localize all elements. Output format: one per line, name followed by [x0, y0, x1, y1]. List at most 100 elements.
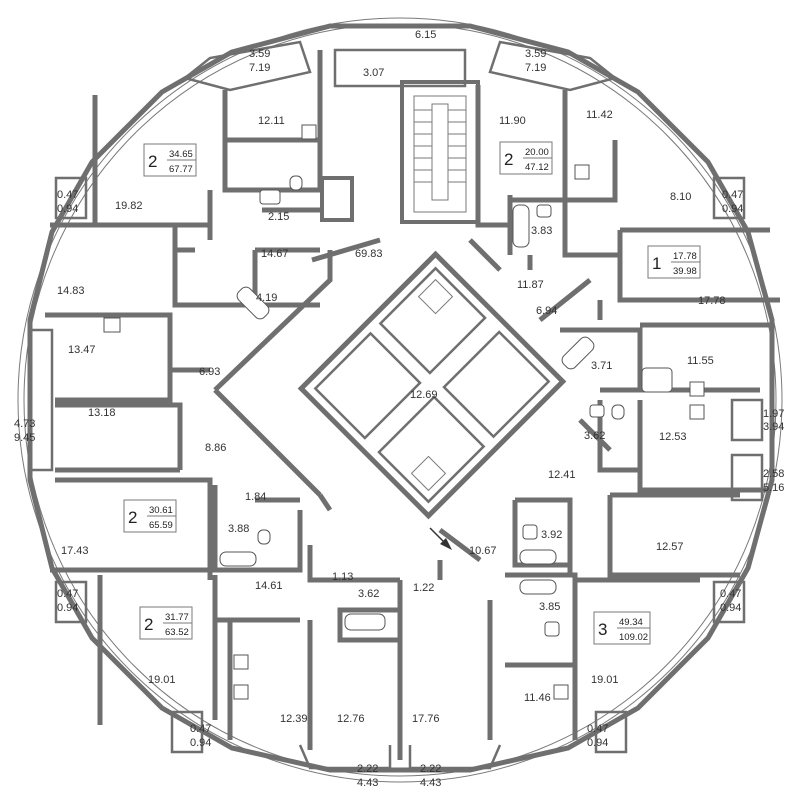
room-area: 14.83 — [57, 285, 85, 297]
svg-text:0.47: 0.47 — [587, 723, 608, 735]
room-area: 13.18 — [88, 407, 116, 419]
balcony-bays — [32, 40, 764, 770]
svg-text:7.19: 7.19 — [525, 62, 546, 74]
room-area: 69.83 — [355, 248, 383, 260]
svg-text:0.94: 0.94 — [57, 203, 78, 215]
room-area: 1.84 — [245, 491, 266, 503]
room-area: 17.76 — [412, 713, 440, 725]
svg-text:0.47: 0.47 — [190, 723, 211, 735]
svg-text:47.12: 47.12 — [525, 162, 549, 173]
svg-text:0.94: 0.94 — [57, 602, 78, 614]
room-area: 12.41 — [548, 469, 576, 481]
room-area: 11.87 — [517, 279, 544, 291]
svg-text:2: 2 — [128, 508, 137, 527]
room-area: 17.78 — [698, 295, 726, 307]
svg-text:109.02: 109.02 — [619, 632, 648, 643]
room-area: 11.55 — [687, 355, 714, 367]
room-area: 6.15 — [415, 29, 436, 41]
room-area: 14.61 — [255, 580, 283, 592]
corridors — [213, 237, 612, 562]
room-area: 3.88 — [228, 523, 249, 535]
svg-text:2.22: 2.22 — [420, 763, 441, 775]
room-area: 11.46 — [524, 692, 551, 704]
room-area: 12.76 — [337, 713, 365, 725]
room-area: 11.90 — [499, 115, 526, 127]
balcony-labels: 3.597.19 3.597.19 0.470.94 0.470.94 4.73… — [14, 48, 784, 789]
svg-text:65.59: 65.59 — [149, 520, 173, 531]
apartment-labels: 2 34.65 67.77 2 20.00 47.12 1 17.78 39.9… — [123, 141, 701, 645]
svg-text:9.45: 9.45 — [14, 432, 35, 444]
room-area: 14.67 — [261, 248, 289, 260]
balcony-label: 3.59 7.19 — [525, 48, 546, 74]
svg-text:2: 2 — [148, 152, 157, 171]
apartment-label: 1 17.78 39.98 — [647, 245, 701, 279]
svg-text:3.94: 3.94 — [763, 421, 784, 433]
entrance-arrow-icon — [429, 527, 452, 550]
room-area: 12.69 — [410, 389, 438, 401]
room-area: 6.94 — [536, 305, 557, 317]
room-area: 3.71 — [591, 360, 612, 372]
svg-text:0.47: 0.47 — [57, 588, 78, 600]
room-area: 2.15 — [268, 211, 289, 223]
svg-text:1.97: 1.97 — [763, 408, 784, 420]
room-area: 1.22 — [413, 582, 434, 594]
svg-text:1: 1 — [652, 254, 661, 273]
room-area: 12.39 — [280, 713, 308, 725]
balcony-label: 0.47 0.94 — [57, 189, 78, 215]
svg-text:2.22: 2.22 — [357, 763, 378, 775]
room-area: 3.92 — [541, 529, 562, 541]
apartment-label: 2 20.00 47.12 — [499, 141, 553, 175]
facade — [17, 17, 783, 783]
fixtures — [103, 124, 705, 700]
balcony-label: 2.224.43 — [420, 763, 441, 789]
apartment-label: 2 34.65 67.77 — [143, 143, 197, 177]
room-area: 12.11 — [258, 115, 285, 127]
balcony-label: 1.973.94 — [763, 408, 784, 433]
svg-text:34.65: 34.65 — [169, 149, 193, 160]
room-area: 19.82 — [115, 200, 143, 212]
svg-text:67.77: 67.77 — [169, 164, 193, 175]
apartment-label: 3 49.34 109.02 — [593, 611, 651, 645]
svg-text:2.58: 2.58 — [763, 468, 784, 480]
room-area: 13.47 — [68, 344, 96, 356]
svg-text:31.77: 31.77 — [165, 612, 189, 623]
room-area: 3.62 — [358, 588, 379, 600]
svg-text:4.73: 4.73 — [14, 418, 35, 430]
svg-text:2: 2 — [504, 150, 513, 169]
room-area: 17.43 — [61, 545, 89, 557]
room-area: 19.01 — [148, 674, 176, 686]
room-area: 8.10 — [670, 191, 691, 203]
svg-text:0.94: 0.94 — [720, 602, 741, 614]
svg-text:0.94: 0.94 — [587, 737, 608, 749]
svg-text:3.59: 3.59 — [525, 48, 546, 60]
room-labels: 6.15 3.07 12.11 11.90 11.42 19.82 2.15 8… — [57, 29, 726, 725]
balcony-label: 0.47 0.94 — [57, 588, 78, 614]
room-area: 3.85 — [539, 601, 560, 613]
room-area: 4.19 — [256, 292, 277, 304]
room-area: 19.01 — [591, 674, 619, 686]
room-area: 1.13 — [332, 571, 353, 583]
svg-text:0.94: 0.94 — [190, 737, 211, 749]
apartment-label: 2 31.77 63.52 — [139, 606, 193, 640]
balcony-label: 2.22 4.43 — [357, 763, 378, 789]
balcony-label: 0.47 0.94 — [587, 723, 608, 749]
balcony-label: 2.585.16 — [763, 468, 784, 494]
svg-text:30.61: 30.61 — [149, 505, 173, 516]
stair-core — [320, 48, 480, 224]
svg-text:17.78: 17.78 — [673, 251, 697, 262]
balcony-label: 3.597.19 — [249, 48, 270, 74]
room-area: 8.86 — [205, 442, 226, 454]
balcony-label: 0.470.94 — [722, 189, 743, 215]
room-area: 10.67 — [469, 545, 497, 557]
svg-text:4.43: 4.43 — [357, 777, 378, 789]
svg-text:7.19: 7.19 — [249, 62, 270, 74]
svg-text:0.94: 0.94 — [722, 203, 743, 215]
balcony-label: 4.73 9.45 — [14, 418, 35, 444]
svg-text:0.47: 0.47 — [57, 189, 78, 201]
room-area: 12.57 — [656, 541, 684, 553]
svg-text:20.00: 20.00 — [525, 147, 549, 158]
room-area: 6.93 — [199, 366, 220, 378]
svg-text:39.98: 39.98 — [673, 266, 697, 277]
svg-text:49.34: 49.34 — [619, 617, 643, 628]
